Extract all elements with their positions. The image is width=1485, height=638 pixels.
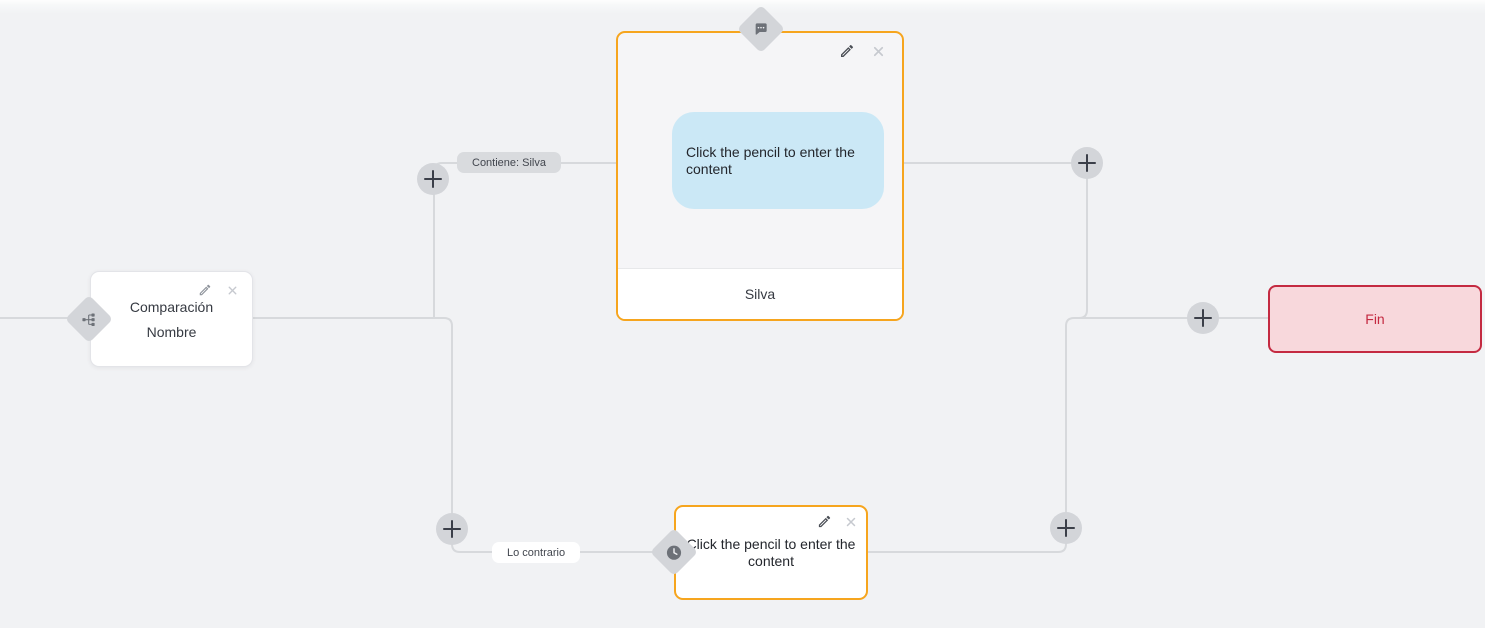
end-node-label: Fin (1365, 311, 1385, 327)
chat-bubble-icon (753, 21, 769, 37)
delay-placeholder-text: Click the pencil to enter the content (686, 535, 856, 569)
edge-true-branch (433, 162, 616, 318)
add-node-false-branch-button[interactable] (436, 513, 468, 545)
end-node[interactable]: Fin (1268, 285, 1482, 353)
close-icon (226, 284, 239, 297)
edge-delay-to-end (868, 317, 1268, 553)
pencil-icon (839, 43, 855, 59)
edge-label-true-branch: Contiene: Silva (457, 152, 561, 173)
message-footer-label: Silva (744, 286, 776, 302)
edit-message-button[interactable] (839, 43, 855, 59)
message-node[interactable]: Click the pencil to enter the content Si… (616, 31, 904, 321)
add-node-before-end-button[interactable] (1187, 302, 1219, 334)
comparison-node-handle (64, 294, 114, 344)
pencil-icon (817, 514, 832, 529)
message-node-handle (736, 4, 786, 54)
comparison-title: Comparación (129, 298, 214, 315)
clock-icon (666, 544, 683, 561)
add-node-after-delay-button[interactable] (1050, 512, 1082, 544)
edit-comparison-button[interactable] (198, 283, 212, 297)
canvas-bottom-strip (0, 628, 1485, 638)
delay-node-handle (649, 527, 699, 577)
add-node-after-message-button[interactable] (1071, 147, 1103, 179)
comparison-variable: Nombre (146, 323, 197, 340)
edge-message-to-merge (904, 162, 1088, 319)
branch-icon (82, 312, 97, 327)
delay-node[interactable]: Click the pencil to enter the content (674, 505, 868, 600)
edge-false-branch (253, 317, 674, 553)
delete-delay-button[interactable] (844, 515, 858, 529)
message-footer: Silva (618, 268, 902, 319)
edit-delay-button[interactable] (817, 514, 832, 529)
message-placeholder-text: Click the pencil to enter the content (686, 143, 855, 177)
delete-comparison-button[interactable] (226, 284, 239, 297)
pencil-icon (198, 283, 212, 297)
comparison-node[interactable]: Comparación Nombre (90, 271, 253, 367)
add-node-true-branch-button[interactable] (417, 163, 449, 195)
message-preview-bubble: Click the pencil to enter the content (672, 112, 884, 209)
delete-message-button[interactable] (871, 44, 886, 59)
edge-label-false-branch: Lo contrario (492, 542, 581, 563)
close-icon (844, 515, 858, 529)
close-icon (871, 44, 886, 59)
